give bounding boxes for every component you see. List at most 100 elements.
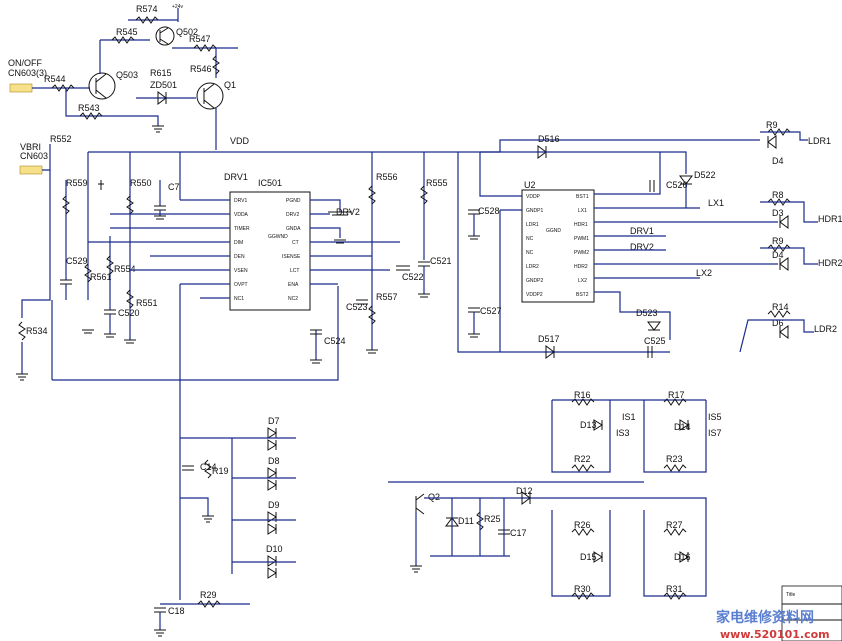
u2-pin-pwm2: PWM2 xyxy=(574,250,589,256)
label-q503: Q503 xyxy=(116,70,138,80)
u2-pin-gndp1: GNDP1 xyxy=(526,208,543,214)
label-r26: R26 xyxy=(574,520,591,530)
ic501-pin-gnda: GNDA xyxy=(286,226,301,232)
label-hdr2: HDR2 xyxy=(818,258,842,268)
ic501-chip: DRV1 IC501 DRV1 VDDA TIMER DIM DEN VSEN … xyxy=(88,152,452,600)
label-c520: C520 xyxy=(118,308,140,318)
label-ldr2: LDR2 xyxy=(814,324,837,334)
label-c7: C7 xyxy=(168,182,180,192)
label-d4-mid: D4 xyxy=(772,250,784,260)
label-r534: R534 xyxy=(26,326,48,336)
ic501-pin-timer: TIMER xyxy=(234,226,250,232)
label-d15: D15 xyxy=(580,552,597,562)
label-is1: IS1 xyxy=(622,412,636,422)
label-r559: R559 xyxy=(66,178,88,188)
label-24v: +24v xyxy=(172,4,183,10)
label-c522: C522 xyxy=(402,272,424,282)
label-r25: R25 xyxy=(484,514,501,524)
label-c521: C521 xyxy=(430,256,452,266)
label-u2: U2 xyxy=(524,180,536,190)
label-c526: C526 xyxy=(666,180,688,190)
label-r17: R17 xyxy=(668,390,685,400)
u2-pin-vddp: VDDP xyxy=(526,194,541,200)
label-d6: D6 xyxy=(772,318,784,328)
label-d522: D522 xyxy=(694,170,716,180)
ic501-pin-isense: ISENSE xyxy=(282,254,301,260)
label-r14: R14 xyxy=(772,302,789,312)
label-r23: R23 xyxy=(666,454,683,464)
connector-tag-vbri xyxy=(19,165,43,175)
label-r545: R545 xyxy=(116,27,138,37)
label-c14: C14 xyxy=(200,462,217,472)
label-d13: D13 xyxy=(580,420,597,430)
ic501-pin-ct: CT xyxy=(292,240,299,246)
label-c528: C528 xyxy=(478,206,500,216)
label-r557: R557 xyxy=(376,292,398,302)
label-r16: R16 xyxy=(574,390,591,400)
label-d9: D9 xyxy=(268,500,280,510)
label-r30: R30 xyxy=(574,584,591,594)
label-is3: IS3 xyxy=(616,428,630,438)
current-sense-networks: R16 D13 IS1 IS3 R22 R17 D14 IS5 IS7 R23 … xyxy=(388,390,722,600)
label-r550: R550 xyxy=(130,178,152,188)
label-lx1: LX1 xyxy=(708,198,724,208)
label-r19: R19 xyxy=(212,466,229,476)
ic501-pin-lct: LCT xyxy=(290,268,299,274)
label-r615: R615 xyxy=(150,68,172,78)
label-r9-mid: R9 xyxy=(772,236,784,246)
label-r31: R31 xyxy=(666,584,683,594)
label-r546: R546 xyxy=(190,64,212,74)
label-r551: R551 xyxy=(136,298,158,308)
u2-pin-bst1: BST1 xyxy=(576,194,589,200)
label-d8: D8 xyxy=(268,456,280,466)
ic501-pin-dim: DIM xyxy=(234,240,243,246)
label-cn603: CN603 xyxy=(20,151,48,161)
label-d10: D10 xyxy=(266,544,283,554)
u2-pin-hdr2: HDR2 xyxy=(574,264,588,270)
u2-pin-hdr1: HDR1 xyxy=(574,222,588,228)
label-r552: R552 xyxy=(50,134,72,144)
label-r555: R555 xyxy=(426,178,448,188)
titleblock-title: Title xyxy=(786,592,795,598)
label-vdd: VDD xyxy=(230,136,250,146)
label-r554: R554 xyxy=(114,264,136,274)
ic501-pin-ena: ENA xyxy=(288,282,299,288)
label-d16: D16 xyxy=(674,552,691,562)
ic501-body xyxy=(229,191,311,311)
label-drv1-u2: DRV1 xyxy=(630,226,654,236)
watermark-cn: 家电维修资料网 xyxy=(716,609,814,626)
u2-right-pins: BST1 LX1 HDR1 PWM1 PWM2 HDR2 LX2 BST2 xyxy=(574,194,589,298)
u2-pin-bst2: BST2 xyxy=(576,292,589,298)
label-c524: C524 xyxy=(324,336,346,346)
diode-array-d7-d10: D7 C14 R19 D8 D9 D10 R29 C18 xyxy=(154,416,296,637)
title-block: Title xyxy=(781,585,842,641)
u2-pin-lx1: LX1 xyxy=(578,208,587,214)
label-d523: D523 xyxy=(636,308,658,318)
label-c17: C17 xyxy=(510,528,527,538)
u2-pin-pwm1: PWM1 xyxy=(574,236,589,242)
u2-pin-ldr2: LDR2 xyxy=(526,264,539,270)
label-d14: D14 xyxy=(674,422,691,432)
label-r8: R8 xyxy=(772,190,784,200)
label-r22: R22 xyxy=(574,454,591,464)
label-ldr1: LDR1 xyxy=(808,136,831,146)
label-c529: C529 xyxy=(66,256,88,266)
label-c18: C18 xyxy=(168,606,185,616)
label-lx2: LX2 xyxy=(696,268,712,278)
ic501-left-pins: DRV1 VDDA TIMER DIM DEN VSEN OVPT NC1 xyxy=(234,198,250,302)
ic501-pin-nc2: NC2 xyxy=(288,296,298,302)
label-ic501: IC501 xyxy=(258,178,282,188)
label-hdr1: HDR1 xyxy=(818,214,842,224)
label-r543: R543 xyxy=(78,103,100,113)
label-onoff: ON/OFF xyxy=(8,58,42,68)
ic501-pin-pgnd: PGND xyxy=(286,198,301,204)
u2-body xyxy=(521,189,595,303)
label-cn603-3: CN603(3) xyxy=(8,68,47,78)
ic501-pin-nc1: NC1 xyxy=(234,296,244,302)
ic501-pin-vsen: VSEN xyxy=(234,268,248,274)
label-c527: C527 xyxy=(480,306,502,316)
label-c525: C525 xyxy=(644,336,666,346)
gate-drive-networks: R9 LDR1 D4 R8 D3 HDR1 R9 D4 HDR2 R14 D6 … xyxy=(739,120,842,353)
ic501-right-pins: PGND DRV2 GNDA CT ISENSE LCT ENA NC2 xyxy=(282,198,301,302)
